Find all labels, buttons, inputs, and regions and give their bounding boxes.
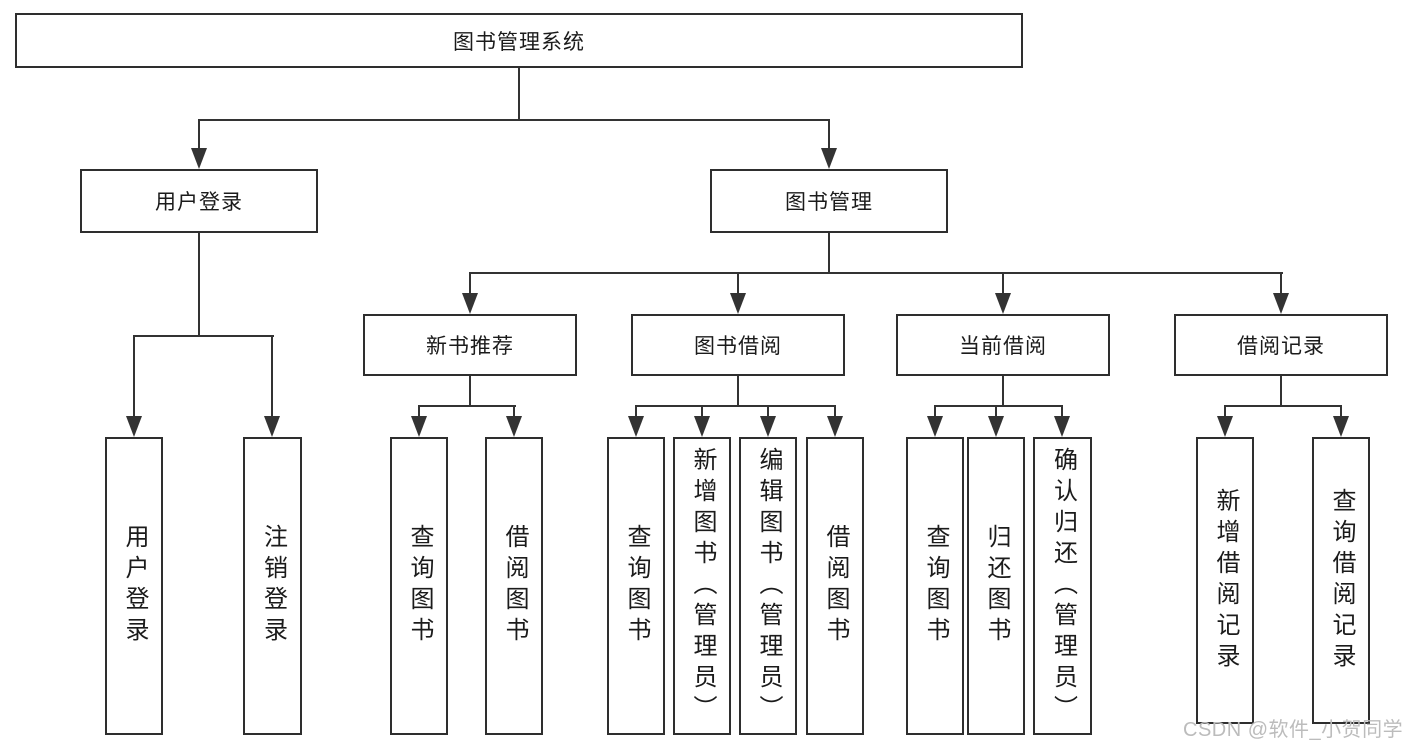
leaf-bb-borrow-books: 借阅图书 <box>806 437 864 735</box>
arrowhead-leaf-bb-edit <box>760 416 776 437</box>
connector-user-login-stub <box>198 233 200 337</box>
arrowhead-leaf-cb-confirm <box>1054 416 1070 437</box>
leaf-logout: 注销登录 <box>243 437 302 735</box>
leaf-cb-return-books-label: 归还图书 <box>983 524 1010 648</box>
connector-bb-stub <box>737 376 739 407</box>
connector-to-book-management <box>828 119 830 151</box>
arrowhead-current-borrowing <box>995 293 1011 314</box>
leaf-nbr-query-books-label: 查询图书 <box>406 524 433 648</box>
leaf-cb-query-books: 查询图书 <box>906 437 964 735</box>
connector-to-leaf-bb-query <box>635 405 637 419</box>
arrowhead-leaf-br-add <box>1217 416 1233 437</box>
connector-cb-rail <box>934 405 1063 407</box>
leaf-bb-edit-books: 编辑图书（管理员） <box>739 437 797 735</box>
arrowhead-leaf-user-login <box>126 416 142 437</box>
arrowhead-borrowing-records <box>1273 293 1289 314</box>
connector-to-leaf-logout <box>271 335 273 419</box>
connector-cb-stub <box>1002 376 1004 407</box>
leaf-nbr-query-books: 查询图书 <box>390 437 448 735</box>
node-borrowing-records-label: 借阅记录 <box>1237 335 1325 358</box>
leaf-cb-query-books-label: 查询图书 <box>922 524 949 648</box>
connector-to-new-book-recommend <box>469 272 471 297</box>
connector-to-leaf-cb-query <box>934 405 936 419</box>
node-user-login-label: 用户登录 <box>155 191 243 214</box>
connector-l1-rail <box>198 119 830 121</box>
leaf-cb-confirm-return-label: 确认归还（管理员） <box>1049 446 1077 726</box>
connector-nbr-rail <box>418 405 516 407</box>
connector-to-leaf-cb-confirm <box>1061 405 1063 419</box>
leaf-cb-return-books: 归还图书 <box>967 437 1025 735</box>
connector-br-rail <box>1224 405 1342 407</box>
arrowhead-book-management <box>821 148 837 169</box>
connector-to-book-borrowing <box>737 272 739 297</box>
connector-to-leaf-nbr-query <box>418 405 420 419</box>
leaf-br-add-record-label: 新增借阅记录 <box>1212 487 1239 674</box>
connector-root-stub <box>518 68 520 121</box>
leaf-user-login-label: 用户登录 <box>121 524 148 648</box>
arrowhead-leaf-nbr-query <box>411 416 427 437</box>
connector-to-user-login <box>198 119 200 151</box>
node-root: 图书管理系统 <box>15 13 1023 68</box>
connector-l2-rail <box>469 272 1283 274</box>
node-book-borrowing: 图书借阅 <box>631 314 845 376</box>
connector-br-stub <box>1280 376 1282 407</box>
connector-to-leaf-nbr-borrow <box>513 405 515 419</box>
arrowhead-leaf-cb-query <box>927 416 943 437</box>
node-current-borrowing-label: 当前借阅 <box>959 335 1047 358</box>
arrowhead-book-borrowing <box>730 293 746 314</box>
connector-to-current-borrowing <box>1002 272 1004 297</box>
leaf-bb-query-books: 查询图书 <box>607 437 665 735</box>
connector-to-leaf-bb-borrow <box>834 405 836 419</box>
arrowhead-leaf-nbr-borrow <box>506 416 522 437</box>
node-book-management-label: 图书管理 <box>785 191 873 214</box>
csdn-watermark: CSDN @软件_小贺同学 <box>1183 719 1404 741</box>
leaf-nbr-borrow-books-label: 借阅图书 <box>501 524 528 648</box>
node-book-borrowing-label: 图书借阅 <box>694 335 782 358</box>
leaf-bb-edit-books-label: 编辑图书（管理员） <box>755 446 782 726</box>
connector-to-leaf-bb-add <box>701 405 703 419</box>
arrowhead-new-book-recommend <box>462 293 478 314</box>
leaf-bb-add-books-label: 新增图书（管理员） <box>689 446 716 726</box>
leaf-bb-add-books: 新增图书（管理员） <box>673 437 731 735</box>
connector-to-borrowing-records <box>1280 272 1282 297</box>
connector-nbr-stub <box>469 376 471 407</box>
node-borrowing-records: 借阅记录 <box>1174 314 1388 376</box>
node-current-borrowing: 当前借阅 <box>896 314 1110 376</box>
leaf-user-login: 用户登录 <box>105 437 163 735</box>
arrowhead-leaf-bb-add <box>694 416 710 437</box>
node-user-login: 用户登录 <box>80 169 318 233</box>
leaf-br-query-record: 查询借阅记录 <box>1312 437 1370 724</box>
connector-to-leaf-cb-return <box>995 405 997 419</box>
arrowhead-leaf-bb-query <box>628 416 644 437</box>
connector-bb-rail <box>635 405 836 407</box>
leaf-br-query-record-label: 查询借阅记录 <box>1328 487 1355 674</box>
connector-to-leaf-user-login <box>133 335 135 419</box>
node-book-management: 图书管理 <box>710 169 948 233</box>
arrowhead-leaf-cb-return <box>988 416 1004 437</box>
connector-to-leaf-br-add <box>1224 405 1226 419</box>
leaf-bb-borrow-books-label: 借阅图书 <box>822 524 849 648</box>
arrowhead-leaf-bb-borrow <box>827 416 843 437</box>
leaf-logout-label: 注销登录 <box>259 524 287 648</box>
leaf-bb-query-books-label: 查询图书 <box>623 524 650 648</box>
arrowhead-leaf-logout <box>264 416 280 437</box>
connector-book-management-stub <box>828 233 830 274</box>
leaf-cb-confirm-return: 确认归还（管理员） <box>1033 437 1092 735</box>
connector-user-login-rail <box>133 335 274 337</box>
connector-to-leaf-br-query <box>1340 405 1342 419</box>
arrowhead-user-login <box>191 148 207 169</box>
leaf-br-add-record: 新增借阅记录 <box>1196 437 1254 724</box>
leaf-nbr-borrow-books: 借阅图书 <box>485 437 543 735</box>
arrowhead-leaf-br-query <box>1333 416 1349 437</box>
node-root-label: 图书管理系统 <box>453 30 585 54</box>
node-new-book-recommend-label: 新书推荐 <box>426 335 514 358</box>
connector-to-leaf-bb-edit <box>767 405 769 419</box>
node-new-book-recommend: 新书推荐 <box>363 314 577 376</box>
